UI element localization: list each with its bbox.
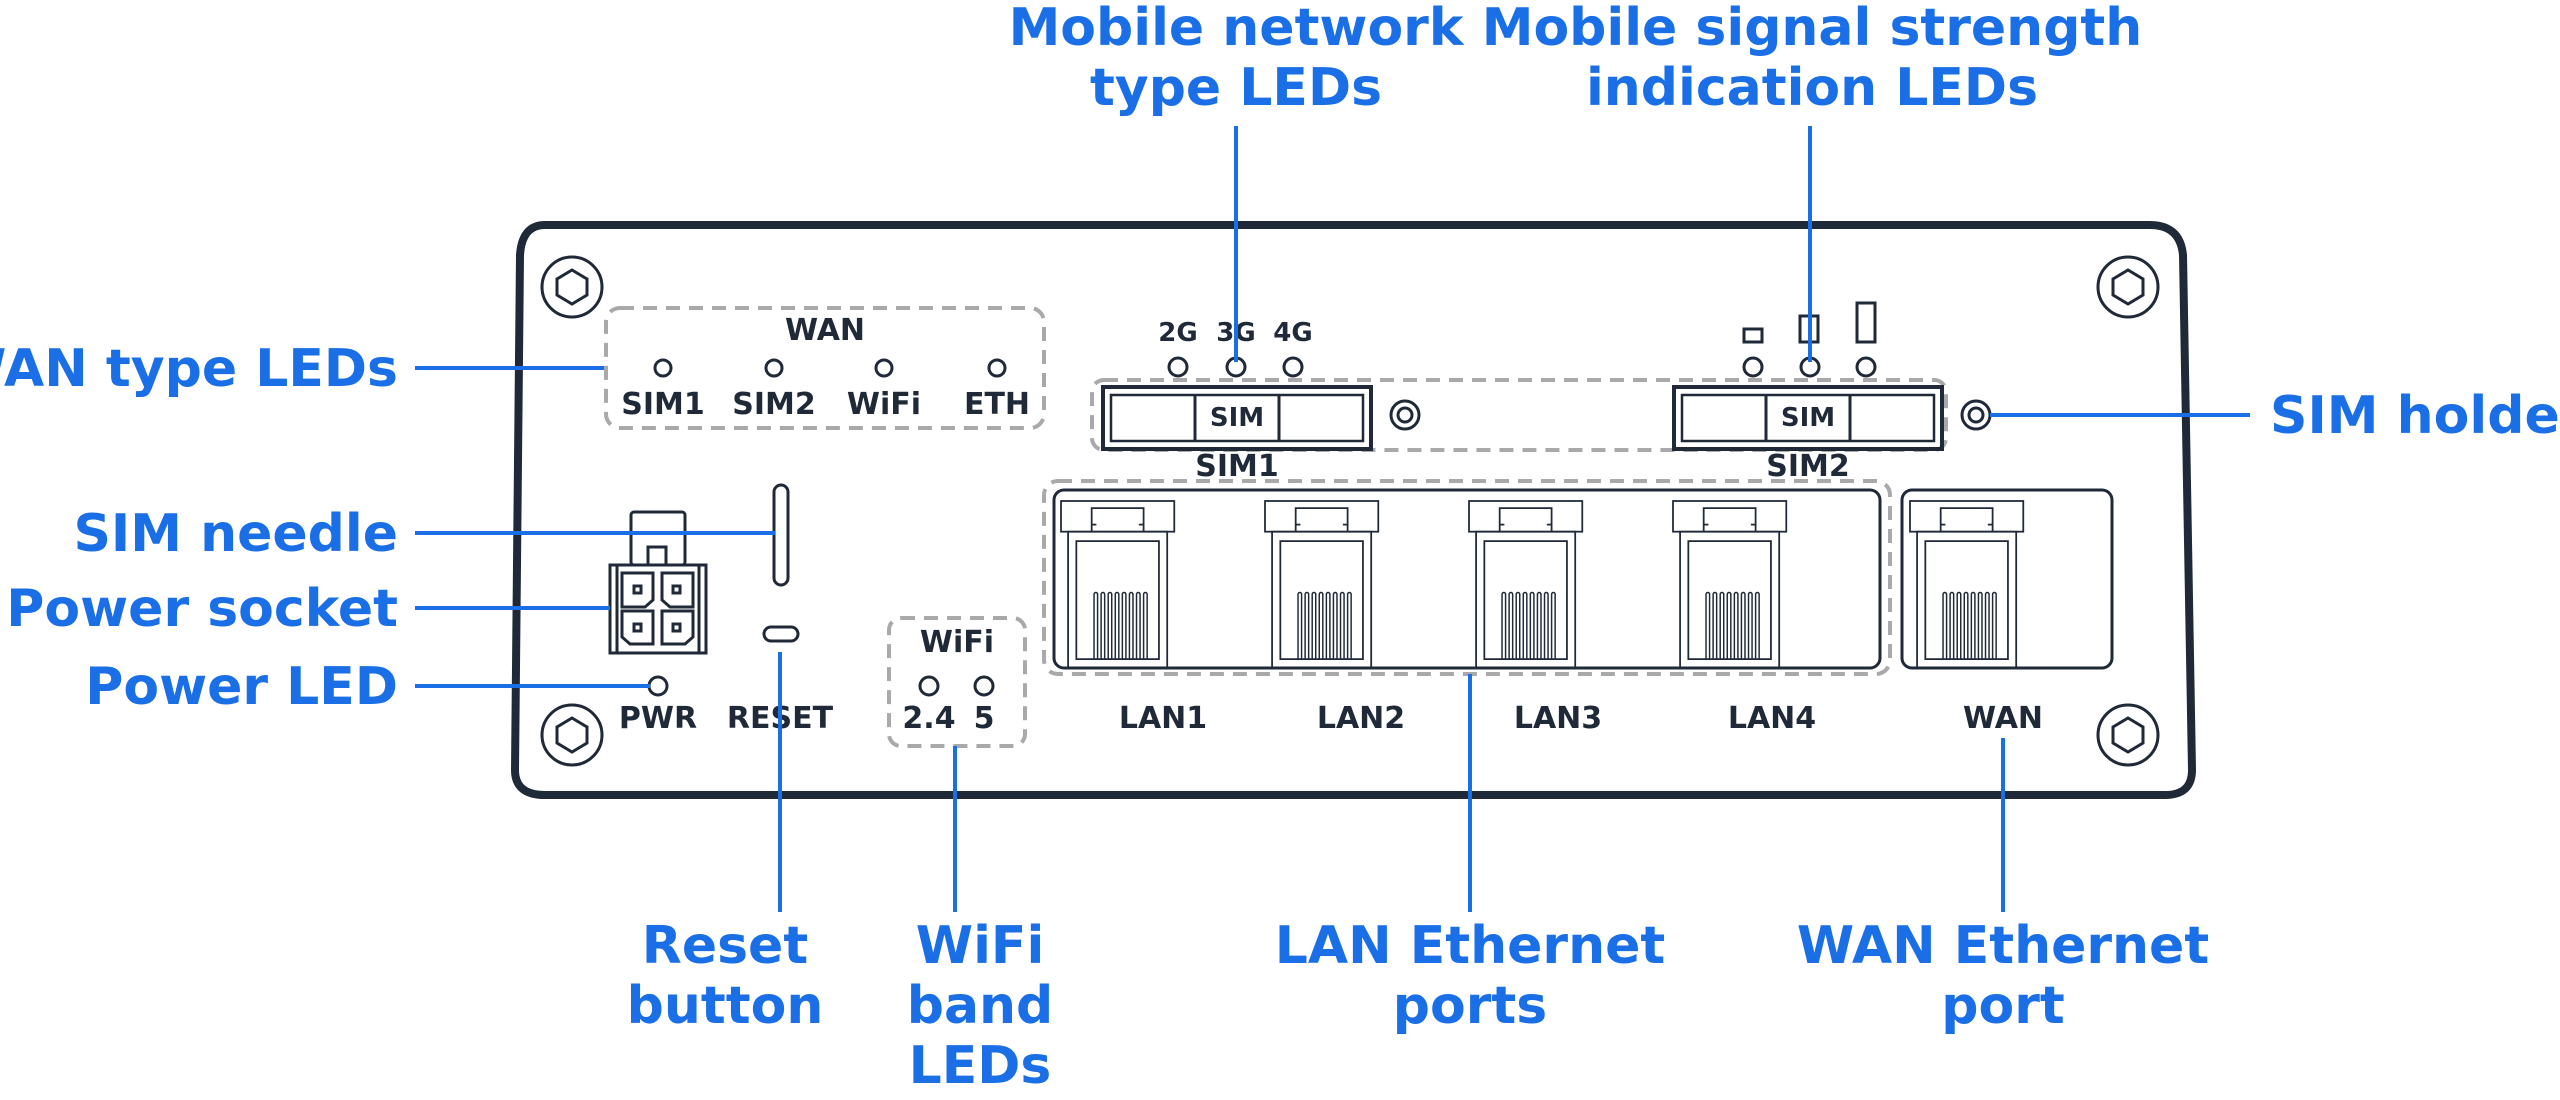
- sim-holder-group: [1090, 378, 1948, 452]
- wan-led-label: SIM1: [621, 387, 705, 422]
- callout-sim-needle: SIM needle: [73, 504, 398, 564]
- lan-port-group: [1042, 479, 1892, 676]
- network-type-label: 2G: [1158, 318, 1197, 348]
- pwr-label: PWR: [619, 701, 697, 736]
- callout-wifi-band-leds: band: [907, 976, 1054, 1036]
- callout-sim-holders: SIM holders: [2270, 386, 2560, 446]
- wan-led-label: ETH: [964, 387, 1030, 422]
- screw-icon: [2096, 255, 2160, 319]
- led-icon: [874, 358, 894, 378]
- lan-port-icon: [1060, 500, 1176, 670]
- callout-reset-button: button: [627, 976, 824, 1036]
- callout-wifi-band-leds: WiFi: [916, 916, 1045, 976]
- sim-eject-icon: [1389, 399, 1421, 431]
- led-icon: [1855, 356, 1877, 378]
- callout-wan-ethernet-port: port: [1941, 976, 2064, 1036]
- lan-port-label: LAN1: [1119, 701, 1207, 736]
- callout-mobile-signal-strength: indication LEDs: [1586, 58, 2038, 118]
- callout-lan-ethernet-ports: LAN Ethernet: [1275, 916, 1665, 976]
- sim-label: SIM2: [1766, 449, 1850, 484]
- lan-port-label: LAN4: [1728, 701, 1816, 736]
- callout-power-socket: Power socket: [6, 579, 398, 639]
- screw-icon: [540, 703, 604, 767]
- wifi-band-label: 2.4: [902, 701, 955, 736]
- wan-led-label: SIM2: [732, 387, 816, 422]
- sim-needle-icon: [772, 483, 790, 587]
- wan-led-group: [604, 306, 1046, 430]
- leader-lines: [415, 126, 2250, 912]
- wifi-band-label: 5: [974, 701, 995, 736]
- led-icon: [653, 358, 673, 378]
- callout-lan-ethernet-ports: ports: [1393, 976, 1547, 1036]
- signal-bar-icon: [1855, 301, 1877, 344]
- lan-port-label: LAN2: [1317, 701, 1405, 736]
- callout-wifi-band-leds: LEDs: [909, 1036, 1052, 1096]
- lan-port-icon: [1468, 500, 1584, 670]
- callout-mobile-network-type: Mobile network: [1009, 0, 1465, 58]
- lan-port-icon: [1264, 500, 1380, 670]
- led-icon: [1742, 356, 1764, 378]
- wan-port-icon: [1909, 500, 2025, 670]
- callout-mobile-signal-strength: Mobile signal strength: [1482, 0, 2143, 58]
- led-icon: [987, 358, 1007, 378]
- callout-mobile-network-type: type LEDs: [1090, 58, 1382, 118]
- led-icon: [1167, 356, 1189, 378]
- led-icon: [1282, 356, 1304, 378]
- sim-eject-icon: [1960, 399, 1992, 431]
- sim-slot-label: SIM: [1781, 403, 1835, 433]
- wan-leds: [653, 358, 1007, 378]
- callout-wan-type-leds: WAN type LEDs: [0, 339, 398, 399]
- device-body: [510, 221, 2197, 799]
- power-socket-icon: [608, 510, 708, 655]
- wan-port-label: WAN: [1963, 701, 2043, 736]
- led-icon: [918, 675, 940, 697]
- callout-wan-ethernet-port: WAN Ethernet: [1797, 916, 2209, 976]
- reset-button-icon: [762, 625, 800, 643]
- wan-port-housing: [1900, 488, 2114, 670]
- sim-label: SIM1: [1195, 449, 1279, 484]
- callout-power-led: Power LED: [85, 657, 398, 717]
- callout-reset-button: Reset: [642, 916, 808, 976]
- lan-port-housing: [1052, 488, 1882, 670]
- screw-icon: [540, 255, 604, 319]
- led-icon: [973, 675, 995, 697]
- wan-group-title: WAN: [785, 313, 865, 348]
- network-type-label: 4G: [1273, 318, 1312, 348]
- wifi-group-title: WiFi: [920, 625, 994, 660]
- sim-slot-label: SIM: [1210, 403, 1264, 433]
- lan-port-label: LAN3: [1514, 701, 1602, 736]
- screw-icon: [2096, 703, 2160, 767]
- led-icon: [764, 358, 784, 378]
- lan-port-icon: [1672, 500, 1788, 670]
- wan-led-label: WiFi: [847, 387, 921, 422]
- power-led-icon: [647, 675, 669, 697]
- signal-bar-icon: [1742, 327, 1764, 344]
